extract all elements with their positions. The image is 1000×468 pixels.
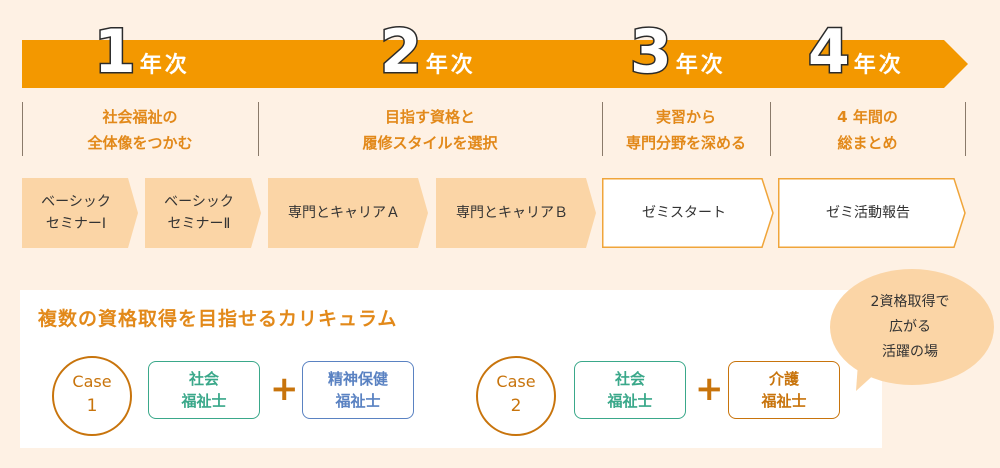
year-number: 2 bbox=[379, 17, 424, 87]
year-suffix: 年次 bbox=[675, 53, 726, 78]
phase-line: 全体像をつかむ bbox=[87, 134, 193, 152]
phase-line: 実習から bbox=[655, 108, 716, 126]
phase-line: 履修スタイルを選択 bbox=[362, 134, 498, 152]
year-number: 3 bbox=[629, 17, 674, 87]
year-suffix: 年次 bbox=[425, 53, 476, 78]
step-label: 専門とキャリアＢ bbox=[456, 205, 568, 221]
phase-year-1: 社会福祉の 全体像をつかむ bbox=[22, 104, 258, 156]
step-label: ゼミスタート bbox=[642, 205, 726, 221]
timeline-arrow-banner bbox=[22, 40, 968, 88]
year-4-label: 4 年次 bbox=[807, 17, 904, 87]
curriculum-title: 複数の資格取得を目指せるカリキュラム bbox=[38, 308, 398, 330]
step-label: ベーシックセミナーⅡ bbox=[164, 194, 234, 232]
speech-bubble bbox=[830, 269, 994, 391]
phase-year-2: 目指す資格と 履修スタイルを選択 bbox=[258, 104, 602, 156]
case-number: 2 bbox=[510, 396, 522, 416]
phase-line: 目指す資格と bbox=[384, 108, 475, 126]
year-number: 4 bbox=[807, 17, 852, 87]
step-basic-seminar-1: ベーシックセミナーⅠ bbox=[22, 178, 138, 248]
phase-year-4: 4 年間の 総まとめ bbox=[770, 104, 965, 156]
phase-divider bbox=[22, 102, 23, 156]
phase-divider bbox=[965, 102, 966, 156]
phase-line: 専門分野を深める bbox=[625, 134, 746, 152]
step-label: 専門とキャリアＡ bbox=[288, 205, 400, 221]
phase-line: 総まとめ bbox=[837, 134, 898, 152]
year-suffix: 年次 bbox=[853, 53, 904, 78]
qualification-social-welfare: 社会福祉士 bbox=[574, 361, 686, 419]
phase-divider bbox=[258, 102, 259, 156]
phase-year-3: 実習から 専門分野を深める bbox=[602, 104, 770, 156]
year-2-label: 2 年次 bbox=[379, 17, 476, 87]
case-number: 1 bbox=[86, 396, 98, 416]
step-label: ゼミ活動報告 bbox=[826, 205, 910, 221]
year-number: 1 bbox=[93, 17, 138, 87]
case-1-badge: Case 1 bbox=[52, 356, 132, 436]
qualification-care-welfare: 介護福祉士 bbox=[728, 361, 840, 419]
year-1-label: 1 年次 bbox=[93, 17, 190, 87]
step-label: ベーシックセミナーⅠ bbox=[41, 194, 111, 232]
case-2-badge: Case 2 bbox=[476, 356, 556, 436]
phase-line: 4 年間の bbox=[837, 108, 898, 126]
phase-line: 社会福祉の bbox=[102, 108, 178, 126]
year-suffix: 年次 bbox=[139, 53, 190, 78]
speech-bubble-text: 2資格取得で 広がる 活躍の場 bbox=[870, 294, 950, 360]
step-basic-seminar-2: ベーシックセミナーⅡ bbox=[145, 178, 261, 248]
phase-divider bbox=[602, 102, 603, 156]
case-label: Case bbox=[72, 372, 112, 391]
qualification-mental-health-welfare: 精神保健福祉士 bbox=[302, 361, 414, 419]
step-career-a: 専門とキャリアＡ bbox=[268, 178, 428, 248]
year-3-label: 3 年次 bbox=[629, 17, 726, 87]
case-label: Case bbox=[496, 372, 536, 391]
step-career-b: 専門とキャリアＢ bbox=[436, 178, 596, 248]
plus-sign: + bbox=[270, 369, 299, 409]
step-seminar-start: ゼミスタート bbox=[602, 178, 774, 248]
phase-divider bbox=[770, 102, 771, 156]
step-seminar-report: ゼミ活動報告 bbox=[778, 178, 966, 248]
qualification-social-welfare: 社会福祉士 bbox=[148, 361, 260, 419]
plus-sign: + bbox=[695, 369, 724, 409]
